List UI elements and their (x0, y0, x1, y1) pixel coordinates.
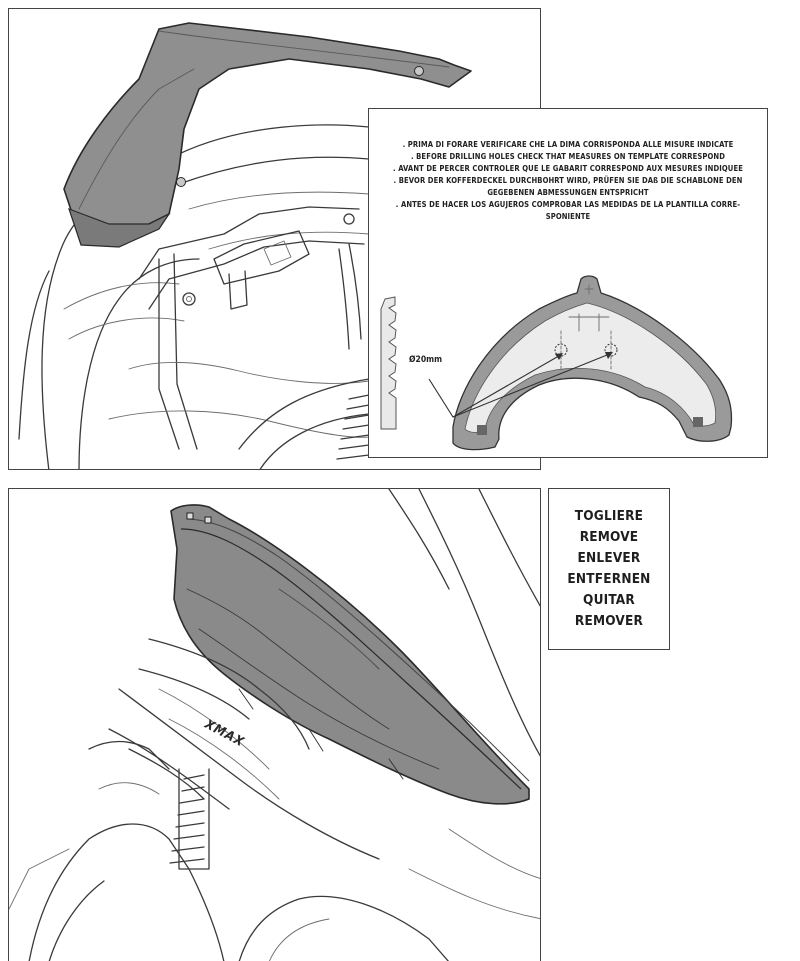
instruction-line-fr: . AVANT DE PERCER CONTROLER QUE LE GABAR… (393, 164, 743, 173)
instruction-line-it: . PRIMA DI FORARE VERIFICARE CHE LA DIMA… (402, 140, 734, 149)
remove-label-fr: ENLEVER (577, 550, 641, 566)
remove-label-en: REMOVE (579, 529, 639, 545)
drilling-instructions-panel: . PRIMA DI FORARE VERIFICARE CHE LA DIMA… (368, 108, 768, 458)
drilling-template-drawing (380, 275, 733, 451)
instruction-line-es: . ANTES DE HACER LOS AGUJEROS COMPROBAR … (395, 200, 741, 209)
drilling-instructions-text: . PRIMA DI FORARE VERIFICARE CHE LA DIMA… (369, 139, 767, 223)
remove-label-de: ENTFERNEN (567, 571, 651, 587)
storage-removal-drawing (9, 489, 540, 961)
instruction-line-de: . BEVOR DER KOFFERDECKEL DURCHBOHRT WIRD… (393, 176, 743, 185)
remove-label-pt: REMOVER (574, 613, 644, 629)
drill-diameter-label: Ø20mm (409, 355, 443, 365)
bottom-illustration-panel: XMAX (8, 488, 541, 961)
remove-label-es: QUITAR (583, 592, 635, 608)
instruction-line-en: . BEFORE DRILLING HOLES CHECK THAT MEASU… (410, 152, 726, 161)
bracket-mounting-drawing (18, 22, 472, 469)
drill-bit-icon (380, 296, 397, 430)
storage-compartment (170, 504, 530, 805)
instruction-line-de-cont: GEGEBENEN ABMESSUNGEN ENTSPRICHT (487, 188, 649, 197)
remove-label-it: TOGLIERE (574, 508, 644, 524)
instruction-line-es-cont: SPONIENTE (545, 212, 591, 221)
remove-labels-box: TOGLIERE REMOVE ENLEVER ENTFERNEN QUITAR… (548, 488, 670, 650)
